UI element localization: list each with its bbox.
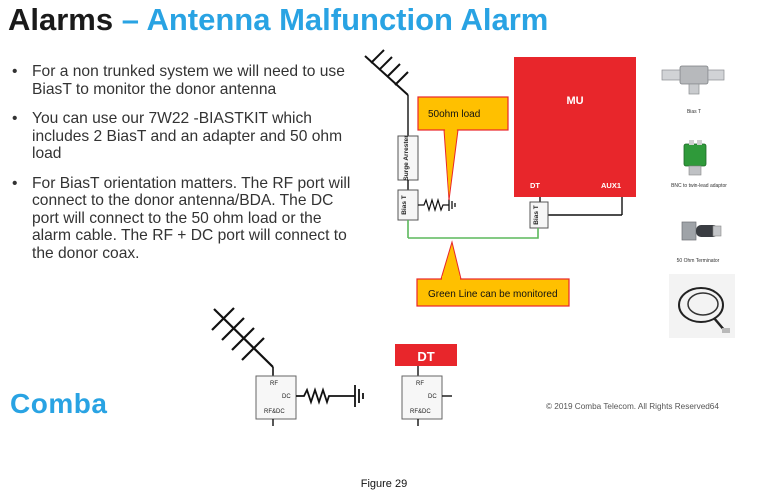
bullet-item: • You can use our 7W22 -BIASTKIT which in… bbox=[12, 110, 362, 163]
bias-t-product-label: Bias T bbox=[687, 109, 701, 115]
aux-port-label: AUX1 bbox=[601, 181, 621, 190]
lower-antenna-icon bbox=[211, 307, 274, 368]
page-number: 64 bbox=[709, 402, 719, 411]
bias-t-right-label: Bias T bbox=[533, 205, 540, 225]
port-rf-label: RF bbox=[416, 381, 424, 387]
bullet-text: For BiasT orientation matters. The RF po… bbox=[32, 174, 351, 262]
load-resistor-icon bbox=[418, 197, 449, 213]
bullet-text: You can use our 7W22 -BIASTKIT which inc… bbox=[32, 110, 343, 162]
port-dc-label: DC bbox=[428, 394, 437, 400]
lower-load-resistor-icon bbox=[296, 387, 355, 405]
bullet-dot-icon: • bbox=[12, 174, 18, 192]
surge-arrester: Surge Arrester bbox=[397, 135, 419, 181]
figure-caption: Figure 29 bbox=[360, 478, 408, 490]
bias-t-left: Bias T bbox=[397, 189, 419, 221]
title-main: Alarms bbox=[8, 2, 114, 37]
monitored-line bbox=[408, 228, 539, 239]
port-rf-label: RF bbox=[270, 381, 278, 387]
copyright-text: © 2019 Comba Telecom. All Rights Reserve… bbox=[546, 402, 719, 411]
load-callout-text: 50ohm load bbox=[428, 109, 480, 120]
green-line-callout: Green Line can be monitored bbox=[416, 240, 570, 307]
bias-t-right: Bias T bbox=[529, 201, 549, 229]
mu-unit: MU DT AUX1 bbox=[514, 57, 636, 197]
alarm-cable-product-image bbox=[669, 274, 735, 338]
bullet-list: • For a non trunked system we will need t… bbox=[12, 63, 362, 274]
port-dc-label: DC bbox=[282, 394, 291, 400]
surge-arrester-label: Surge Arrester bbox=[403, 135, 410, 181]
green-line-callout-text: Green Line can be monitored bbox=[428, 289, 558, 300]
copyright-label: © 2019 Comba Telecom. All Rights Reserve… bbox=[546, 402, 710, 411]
bias-t-schematic-dt: DT RF DC RF&DC bbox=[395, 344, 457, 426]
bias-t-left-label: Bias T bbox=[401, 195, 408, 215]
port-rfdc-label: RF&DC bbox=[410, 409, 431, 415]
bullet-dot-icon: • bbox=[12, 110, 18, 127]
terminator-product-image: 50 Ohm Terminator bbox=[677, 221, 722, 264]
port-rfdc-label: RF&DC bbox=[264, 409, 285, 415]
load-ground-icon bbox=[448, 199, 456, 211]
mu-label: MU bbox=[566, 95, 583, 107]
slide-title: Alarms – Antenna Malfunction Alarm bbox=[8, 2, 548, 38]
title-sub: Antenna Malfunction Alarm bbox=[146, 2, 549, 37]
donor-antenna-icon bbox=[364, 49, 409, 96]
dt-port-label: DT bbox=[530, 181, 540, 190]
bullet-item: • For a non trunked system we will need t… bbox=[12, 63, 362, 98]
title-dash: – bbox=[121, 2, 139, 37]
terminator-label: 50 Ohm Terminator bbox=[677, 258, 720, 264]
bullet-item: • For BiasT orientation matters. The RF p… bbox=[12, 175, 362, 263]
bullet-dot-icon: • bbox=[12, 63, 18, 80]
bnc-adaptor-label: BNC to twin-lead adaptor bbox=[671, 183, 727, 189]
lower-dt-label: DT bbox=[417, 349, 434, 364]
lower-ground-icon bbox=[354, 385, 364, 407]
comba-logo: Comba bbox=[10, 388, 108, 419]
bias-t-product-image: Bias T bbox=[661, 65, 725, 115]
bnc-adaptor-product-image: BNC to twin-lead adaptor bbox=[671, 140, 727, 189]
load-callout: 50ohm load bbox=[417, 96, 509, 201]
bullet-text: For a non trunked system we will need to… bbox=[32, 63, 345, 98]
bias-t-schematic-left: RF DC RF&DC bbox=[255, 375, 297, 420]
